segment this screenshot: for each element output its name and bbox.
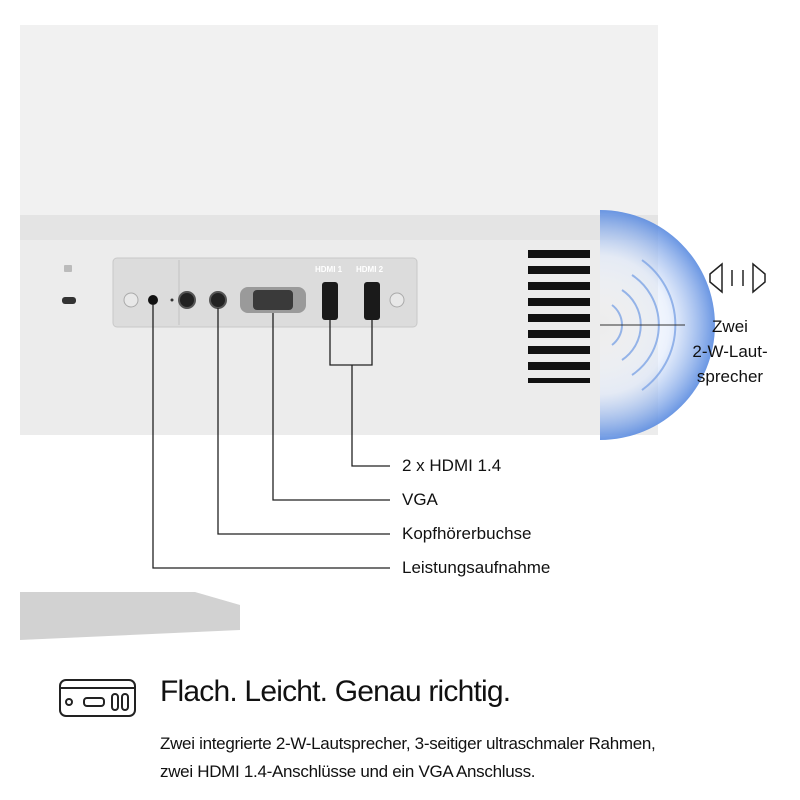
description-line1: Zwei integrierte 2-W-Lautsprecher, 3-sei… [160, 734, 656, 753]
speaker-callout: Zwei 2-W-Laut- sprecher [690, 314, 770, 389]
callout-lines [152, 305, 390, 569]
power-port [148, 295, 158, 305]
callout-hdmi: 2 x HDMI 1.4 [402, 456, 502, 475]
speaker-line2: 2-W-Laut- [692, 342, 768, 361]
audio-in-port [178, 291, 196, 309]
screw-icon [389, 292, 405, 308]
speaker-grille [528, 250, 590, 383]
callout-vga: VGA [402, 490, 438, 509]
speaker-line1: Zwei [712, 317, 748, 336]
monitor-ledge [20, 215, 658, 240]
callout-headphone: Kopfhörerbuchse [402, 524, 532, 543]
speaker-line3: sprecher [696, 367, 764, 386]
hdmi1-port [322, 282, 338, 320]
lock-icon [64, 265, 72, 272]
hdmi1-label: HDMI 1 [315, 265, 343, 274]
description-line2: zwei HDMI 1.4-Anschlüsse und ein VGA Ans… [160, 762, 536, 781]
feature-description: Zwei integrierte 2-W-Lautsprecher, 3-sei… [160, 730, 780, 786]
headphone-port [209, 291, 227, 309]
monitor-ports-icon [59, 679, 136, 717]
screw-icon [123, 292, 139, 308]
hdmi2-label: HDMI 2 [356, 265, 384, 274]
monitor-back-top [20, 25, 658, 220]
callout-power: Leistungsaufnahme [402, 558, 551, 577]
kensington-slot [62, 297, 76, 304]
speaker-icon [709, 262, 766, 294]
monitor-stand [20, 592, 240, 640]
hdmi2-port [364, 282, 380, 320]
feature-headline: Flach. Leicht. Genau richtig. [160, 675, 511, 708]
